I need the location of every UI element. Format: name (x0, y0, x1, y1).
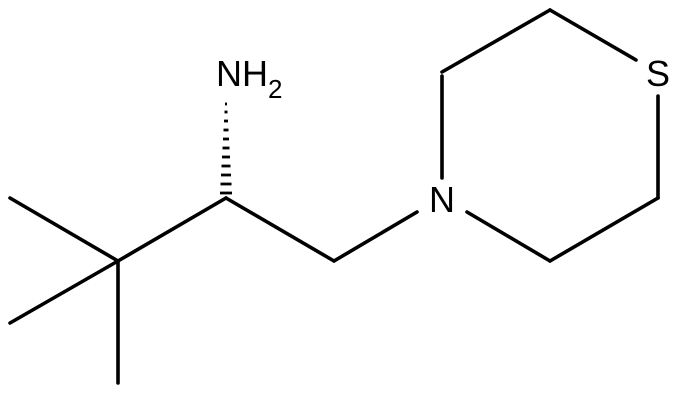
hashed-wedge-bond (220, 102, 232, 195)
bond-ch2-to-ring-n (332, 210, 419, 263)
bond-ring-top-to-s (548, 8, 638, 62)
bond-ring-bottom-to-n (465, 210, 552, 263)
bond-methyl-upper (8, 196, 120, 263)
amine-h-symbol: H (242, 53, 268, 94)
bond-stereocenter-to-ch2 (224, 196, 336, 263)
amine-n-symbol: N (216, 53, 242, 94)
amine-label: N H 2 (216, 53, 282, 104)
bond-methyl-lower (8, 259, 120, 325)
bond-ring-upper-left-to-top (440, 8, 552, 74)
ring-nitrogen-label: N (429, 179, 455, 220)
bond-ring-right-to-bottom (548, 196, 660, 263)
bond-quaternary-to-stereocenter (116, 196, 228, 263)
ring-sulfur-label: S (646, 53, 670, 94)
amine-h-count: 2 (268, 74, 282, 104)
